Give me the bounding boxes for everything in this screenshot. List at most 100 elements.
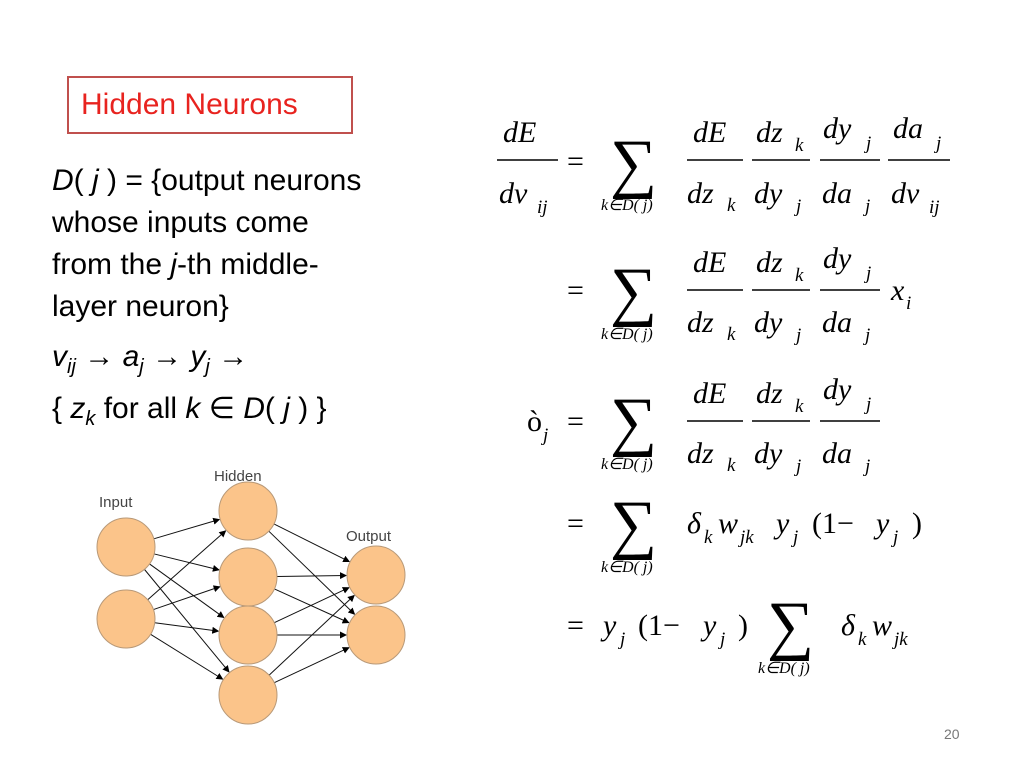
arrow-icon: → — [84, 340, 115, 373]
network-edge — [153, 585, 221, 611]
line3-pre: from the — [52, 248, 171, 281]
j-symbol: j — [92, 164, 99, 197]
eq5-y: y — [600, 609, 617, 642]
eq5-w: w — [872, 609, 892, 642]
eq3-j-1: j — [793, 456, 801, 477]
input-node — [96, 589, 156, 649]
delta-k-symbol-2: δ — [841, 609, 856, 642]
sum-icon: ∑ — [610, 385, 657, 458]
sum-icon: ∑ — [610, 127, 657, 200]
network-edge — [273, 523, 351, 563]
output-node — [346, 545, 406, 605]
network-edge — [276, 572, 348, 580]
output-layer-label: Output — [346, 528, 392, 545]
arrow-icon: → — [152, 340, 183, 373]
eq3-dyj-num: dy — [823, 373, 852, 406]
eq1-j-2: j — [863, 133, 871, 154]
sum-icon: ∑ — [767, 589, 814, 662]
network-edge — [153, 517, 221, 540]
eq4-one-minus: (1− — [812, 507, 854, 540]
title-box: Hidden Neurons — [67, 76, 353, 134]
eq5-close-paren: ) — [738, 609, 748, 642]
eq4-j-2: j — [890, 527, 898, 548]
input-node — [96, 517, 156, 577]
slide-title: Hidden Neurons — [81, 88, 298, 121]
eq1-k-den: k — [727, 195, 736, 216]
v-symbol: v — [52, 340, 67, 373]
delta-j-symbol: ò — [527, 405, 542, 438]
eq1-dzk-den: dz — [687, 177, 714, 210]
definition-line-3: from the j-th middle- — [52, 244, 452, 286]
eq1-sum-index: k∈D( j) — [601, 197, 653, 214]
eq2-dzk-num: dz — [756, 246, 783, 279]
v-subscript: ij — [67, 356, 76, 378]
line3-j: j — [170, 248, 178, 281]
eq1-k-num: k — [795, 135, 804, 156]
eq5-one-minus: (1− — [638, 609, 680, 642]
eq3-daj-den: da — [822, 437, 852, 470]
eq2-x: x — [890, 274, 905, 307]
y-symbol: y — [190, 340, 206, 373]
eq1-daj-den: da — [822, 177, 852, 210]
y-subscript: j — [205, 356, 210, 378]
network-edges — [144, 517, 356, 684]
eq3-dzk-num: dz — [756, 377, 783, 410]
eq2-dyj-den: dy — [754, 306, 783, 339]
equation-2: = ∑ k∈D( j) dE dz k dz k dy j dy j da j … — [567, 242, 911, 346]
eq3-k-den: k — [727, 455, 736, 476]
eq5-sum-index: k∈D( j) — [758, 660, 810, 677]
input-layer-label: Input — [99, 494, 133, 511]
a-subscript: j — [139, 356, 144, 378]
hidden-layer-label: Hidden — [214, 468, 262, 485]
eq1-j-1: j — [793, 196, 801, 217]
eq1-dE: dE — [503, 116, 536, 149]
eq5-j-1: j — [617, 629, 625, 650]
eq3-dzk-den: dz — [687, 437, 714, 470]
network-nodes — [96, 481, 406, 725]
eq3-sum-index: k∈D( j) — [601, 456, 653, 473]
eq2-sum-index: k∈D( j) — [601, 326, 653, 343]
eq4-sum-index: k∈D( j) — [601, 559, 653, 576]
eq1-dv: dv — [499, 177, 528, 210]
eq3-j-3: j — [862, 456, 870, 477]
sum-icon: ∑ — [610, 255, 657, 328]
line3-post: -th middle- — [177, 248, 319, 281]
hidden-node — [218, 481, 278, 541]
paren-close: ) } — [289, 392, 327, 425]
k-symbol: k — [185, 392, 201, 425]
eq3-k-num: k — [795, 396, 804, 417]
for-all-text: for all — [95, 392, 186, 425]
eq1-dyj-den: dy — [754, 177, 783, 210]
eq5-jk: jk — [891, 629, 908, 650]
network-edge — [274, 647, 350, 684]
neural-network-diagram: Input Hidden Output — [96, 468, 406, 725]
eq1-j-4: j — [933, 133, 941, 154]
arrow-icon: → — [218, 340, 249, 373]
d-symbol-2: D — [243, 392, 265, 425]
delta-k-symbol: δ — [687, 507, 702, 540]
definition-line-4: layer neuron} — [52, 290, 229, 323]
eq3-j-sub: j — [540, 425, 548, 446]
eq4-j-1: j — [790, 527, 798, 548]
network-edge — [268, 594, 355, 676]
network-edge — [149, 563, 225, 619]
eq2-dE: dE — [693, 246, 726, 279]
eq1-equals: = — [567, 145, 584, 178]
eq5-k: k — [858, 629, 867, 650]
output-node — [346, 605, 406, 665]
eq3-dE: dE — [693, 377, 726, 410]
hidden-node — [218, 605, 278, 665]
eq4-equals: = — [567, 507, 584, 540]
eq3-j-2: j — [863, 394, 871, 415]
chain-line-1: vij → aj → yj → — [52, 336, 452, 388]
chain-line-2: { zk for all k ∈ D( j ) } — [52, 388, 452, 440]
a-symbol: a — [122, 340, 140, 373]
eq5-y-2: y — [700, 609, 717, 642]
j-symbol-2: j — [283, 392, 290, 425]
paren-open: ( — [264, 392, 284, 425]
eq1-j-3: j — [862, 196, 870, 217]
equation-3: ò j = ∑ k∈D( j) dE dz k dz k dy j dy j d… — [527, 373, 880, 477]
eq2-j-1: j — [793, 325, 801, 346]
